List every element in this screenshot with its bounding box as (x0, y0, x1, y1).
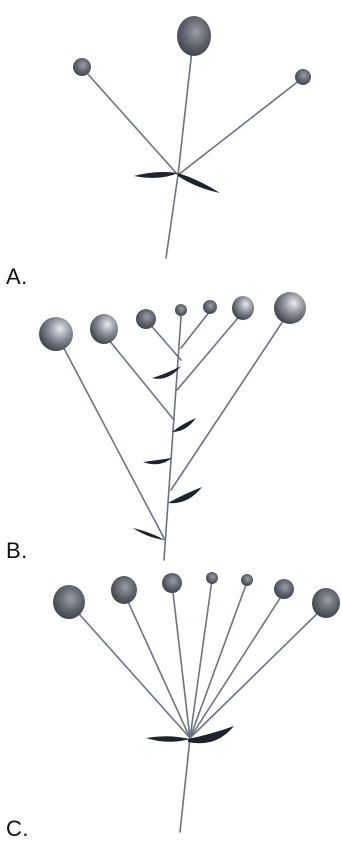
panel-c-drawing (53, 572, 340, 832)
panel-c-flower-5 (241, 574, 253, 586)
panel-c-pedicel-1 (72, 606, 190, 738)
panel-b-pedicel-3 (148, 322, 181, 360)
panel-a-flower-center (177, 16, 211, 56)
panel-c-flower-6 (274, 579, 294, 599)
panel-c-flower-7 (312, 588, 340, 618)
panel-a-bract-left (134, 172, 178, 178)
panel-b-flower-4 (175, 304, 187, 316)
panel-c-pedicel-7 (190, 606, 325, 738)
panel-b-flower-1 (39, 317, 73, 351)
panel-c-flower-2 (111, 576, 137, 604)
panel-a-label: A. (6, 266, 28, 288)
panel-b-bract-4 (168, 487, 202, 503)
panel-b-pedicel-6 (177, 312, 243, 390)
panel-a-pedicel-center (178, 50, 192, 175)
panel-a-bract-right (178, 173, 220, 193)
panel-b-flower-5 (203, 300, 217, 314)
panel-b-flower-2 (90, 314, 118, 344)
panel-c-pedicel-3 (172, 584, 190, 738)
panel-a-flower-right (295, 69, 311, 85)
panel-c-flower-3 (162, 573, 182, 593)
panel-b-flower-3 (136, 309, 156, 329)
panel-c-flower-4 (206, 572, 218, 584)
panel-b-label: B. (6, 540, 28, 562)
panel-b-bract-3 (143, 458, 172, 464)
panel-b-bract-2 (172, 418, 196, 432)
panel-b-flower-6 (232, 296, 254, 320)
panel-c-pedicel-4 (190, 580, 212, 738)
panel-c-flower-1 (53, 585, 85, 619)
panel-b-flower-7 (274, 292, 306, 324)
panel-b-pedicel-5 (181, 311, 210, 348)
panel-c-peduncle (180, 738, 190, 832)
panel-a-pedicel-right (178, 80, 300, 175)
panel-c-pedicel-2 (125, 595, 190, 738)
panel-a-pedicel-left (86, 72, 178, 175)
panel-a-flower-left (73, 58, 91, 76)
panel-c-bract-right (188, 726, 234, 743)
panel-b-drawing (39, 292, 306, 560)
panel-c-pedicel-6 (190, 592, 284, 738)
panel-c-bract-left (146, 736, 190, 742)
panel-c-pedicel-5 (190, 582, 247, 738)
panel-b-pedicel-1 (58, 337, 165, 540)
panel-c-label: C. (6, 818, 29, 840)
panel-a-peduncle (166, 175, 178, 258)
panel-a-drawing (73, 16, 311, 258)
panel-b-main-axis (164, 317, 181, 560)
